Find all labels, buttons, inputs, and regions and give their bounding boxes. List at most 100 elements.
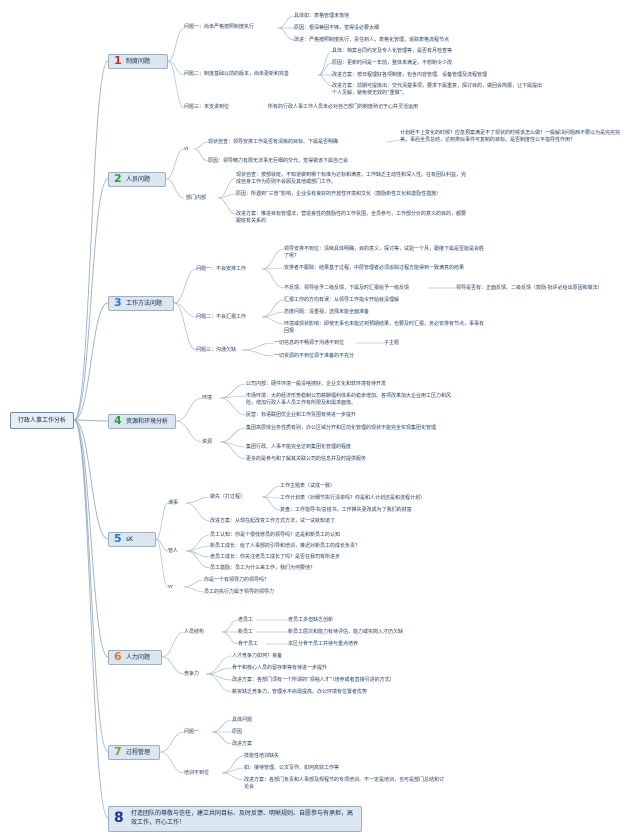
section-1-label: 制度问题 — [126, 58, 151, 65]
s5-l3[interactable]: vr — [168, 584, 174, 590]
connector-line — [205, 667, 233, 675]
connector-line — [317, 50, 333, 76]
connector-line — [185, 534, 211, 552]
s6-j3a: 本区分骨干员工并待与重点培养 — [288, 641, 359, 647]
s7-p3: 改进方案 — [232, 741, 253, 747]
connector-line — [219, 427, 247, 443]
s2-b2: 原因：所遇到“三管”影响，企业没有良好的开放性环境和文化（鼓励新性文化和激励性措… — [236, 191, 442, 197]
s5-c1c: 复盘：工作指导书/总结书，工作推失更改成为了我们的财富 — [280, 507, 412, 513]
connector-line — [73, 419, 109, 658]
connector-line — [193, 148, 209, 162]
section-6-number: 6 — [114, 650, 122, 663]
s1-q3[interactable]: 问题三：未支讲到位 — [184, 104, 230, 110]
s5-c1b: 工作计划表（对细节执行清单吗？你是和人计划还是和流程计划） — [280, 495, 426, 501]
s2-a1: 现状自查：领导安排工作是否有清晰的目标、下属是否明确 — [208, 139, 339, 145]
section-8-node[interactable]: 8 打造团队的尊敬与信任，建立共同目标、及时反馈、明晰规则、自愿参与有承担，高效工… — [108, 806, 362, 832]
connector-line — [219, 395, 247, 399]
connector-line — [165, 178, 185, 199]
s7-t3: 改进方案：各部门负责和人事部及规程节的专项培训。不一定是培训，也可是部门总结和讨… — [244, 777, 445, 790]
connector-line — [193, 141, 209, 150]
s7-p1: 具体问题 — [232, 717, 253, 723]
s3-q2[interactable]: 问题二：不会汇报工作 — [196, 314, 247, 320]
connector-line — [161, 656, 185, 675]
s4-r1: 集团高层体业务性质有别，办公区域分开和区前化管理的现状不能完全实现集团化管理 — [246, 425, 437, 431]
s5-c1[interactable]: 做先（打过程） — [210, 494, 246, 500]
connector-line — [167, 27, 185, 62]
s6-k[interactable]: 竞争力 — [184, 671, 200, 677]
s1-q1[interactable]: 问题一：尚未严格按照制度执行 — [184, 24, 255, 30]
connector-line — [221, 772, 245, 781]
s1-q2b: 原因：更新时间是一年前，整体未满足，不想制令少改 — [332, 60, 453, 66]
connector-line — [261, 248, 285, 270]
s6-j2[interactable]: 新员工 — [238, 629, 254, 635]
s3-q1d: 领导是否有：正面反馈、二级反馈（鼓励·批评必给出原因和做法） — [456, 285, 603, 291]
s3-q2a: 汇报工作的方向有误：从领导工作指令开始就没理解 — [284, 297, 400, 303]
s3-q3[interactable]: 问题三：沟通欠缺 — [196, 347, 237, 353]
connector-line — [317, 62, 333, 76]
s2-dept[interactable]: 部门内部 — [186, 195, 207, 201]
connector-line — [73, 419, 109, 753]
connector-line — [221, 755, 245, 774]
connector-line — [261, 267, 285, 270]
s3-q2b: 态度问题：没重视，选择未能全面准备 — [284, 309, 370, 315]
section-1-node[interactable]: 1 制度问题 — [108, 54, 168, 69]
s2-v[interactable]: vi — [184, 146, 189, 152]
s5-m2: 新员工成长：给了人事部的引导和培训，推迟对新员工的成长负责？ — [210, 543, 361, 549]
s2-b1: 现状自查：按部就班，不知道做到哪个标准为达标和满意，工作缺乏主动性和深入性。在有… — [236, 172, 467, 185]
s1-q2c: 改进方案：按日程理好各项制度，包含内容管理、设备管理及流程管理 — [332, 72, 488, 78]
connector-line — [217, 193, 237, 199]
s5-l1[interactable]: 课事 — [168, 500, 179, 506]
s1-q2[interactable]: 问题二：制度基础以前的版本，尚未更新和完善 — [184, 71, 290, 77]
section-5-label: sK — [126, 536, 134, 543]
s4-e1: 公司内部：硬件环境一般没啥搜好。企业文化和软环境有待开发 — [246, 381, 387, 387]
s3-q3c: 一切资源的不到位源于准备的不充分 — [274, 353, 355, 359]
s5-n2: 员工的执行力属于领导的领导力 — [204, 589, 275, 595]
section-2-label: 人员问题 — [126, 176, 151, 183]
connector-line — [221, 767, 245, 774]
connector-line — [73, 302, 109, 421]
connector-line — [277, 15, 295, 29]
s3-q3b: 子主题 — [384, 340, 400, 346]
s6-k2: 骨干和核心人员的留存率等有待进一步提升 — [232, 665, 328, 671]
s7-p[interactable]: 问题一 — [184, 729, 200, 735]
s3-q1c: 不反馈：领导给予二级反馈，下属及时汇报给予一级反馈 — [284, 285, 410, 291]
s6-j[interactable]: 人员结构 — [184, 629, 205, 635]
s7-t2: 如：接待管理、公文写作、如何高效工作等 — [244, 765, 340, 771]
s7-t[interactable]: 培训不到位 — [184, 770, 210, 776]
s6-j3[interactable]: 骨干员工 — [238, 641, 259, 647]
connector-line — [211, 731, 233, 745]
connector-line — [155, 502, 169, 540]
connector-line — [205, 655, 233, 675]
s1-q2a: 具体：档案合同约定及专人化管理等，是否有月检查等 — [332, 48, 453, 54]
section-1-number: 1 — [114, 54, 122, 67]
s6-k4: 薪资缺乏竞争力，管理水平尚需提高。办公环境有位置者优势 — [232, 689, 368, 695]
s5-m3: 老员工成长：你关注老员工成长了吗？是否在我司有所进步 — [210, 554, 341, 560]
connector-line — [73, 60, 109, 421]
s3-q1[interactable]: 问题一：不会安排工作 — [196, 266, 247, 272]
s4-res[interactable]: 资源 — [202, 439, 213, 445]
connector-line — [277, 27, 295, 41]
root-node[interactable]: 行政人事工作分析 — [10, 412, 74, 429]
s3-q1a: 领导安排不到位：清晰具体明确，目的意义，探讨等，试验一个月，跟继下属是否能是会胜… — [284, 246, 485, 259]
connector-line — [241, 349, 275, 357]
connector-line — [73, 419, 109, 540]
s2-a2: 原因：领导精力有限无法事无巨细的交代，觉得做该下属自己会 — [208, 158, 349, 164]
s3-q2c: 环境或现状影响：即使无事也未能达到预期结果，也要及时汇报，务必安排有节点，事事有… — [284, 321, 485, 334]
section-7-number: 7 — [114, 745, 122, 758]
connector-line — [241, 342, 275, 351]
connector-line — [205, 673, 233, 693]
s5-l2[interactable]: 管人 — [168, 548, 179, 554]
s4-env[interactable]: 环境 — [202, 395, 213, 401]
connector-line — [211, 719, 233, 733]
s4-e2: 市场环境：大的经济形势稳制公司薪酬福利体系的稳步增加。各项改革加大企业用工压力和… — [246, 393, 452, 406]
section-8-number: 8 — [114, 810, 124, 826]
section-8-label: 打造团队的尊敬与信任，建立共同目标、及时反馈、明晰规则、自愿参与有承担，高效工作… — [131, 810, 354, 826]
s5-m4: 员工激励：员工为什么来工作，我们为何要他？ — [210, 565, 316, 571]
s6-j1[interactable]: 老员工 — [238, 617, 254, 623]
